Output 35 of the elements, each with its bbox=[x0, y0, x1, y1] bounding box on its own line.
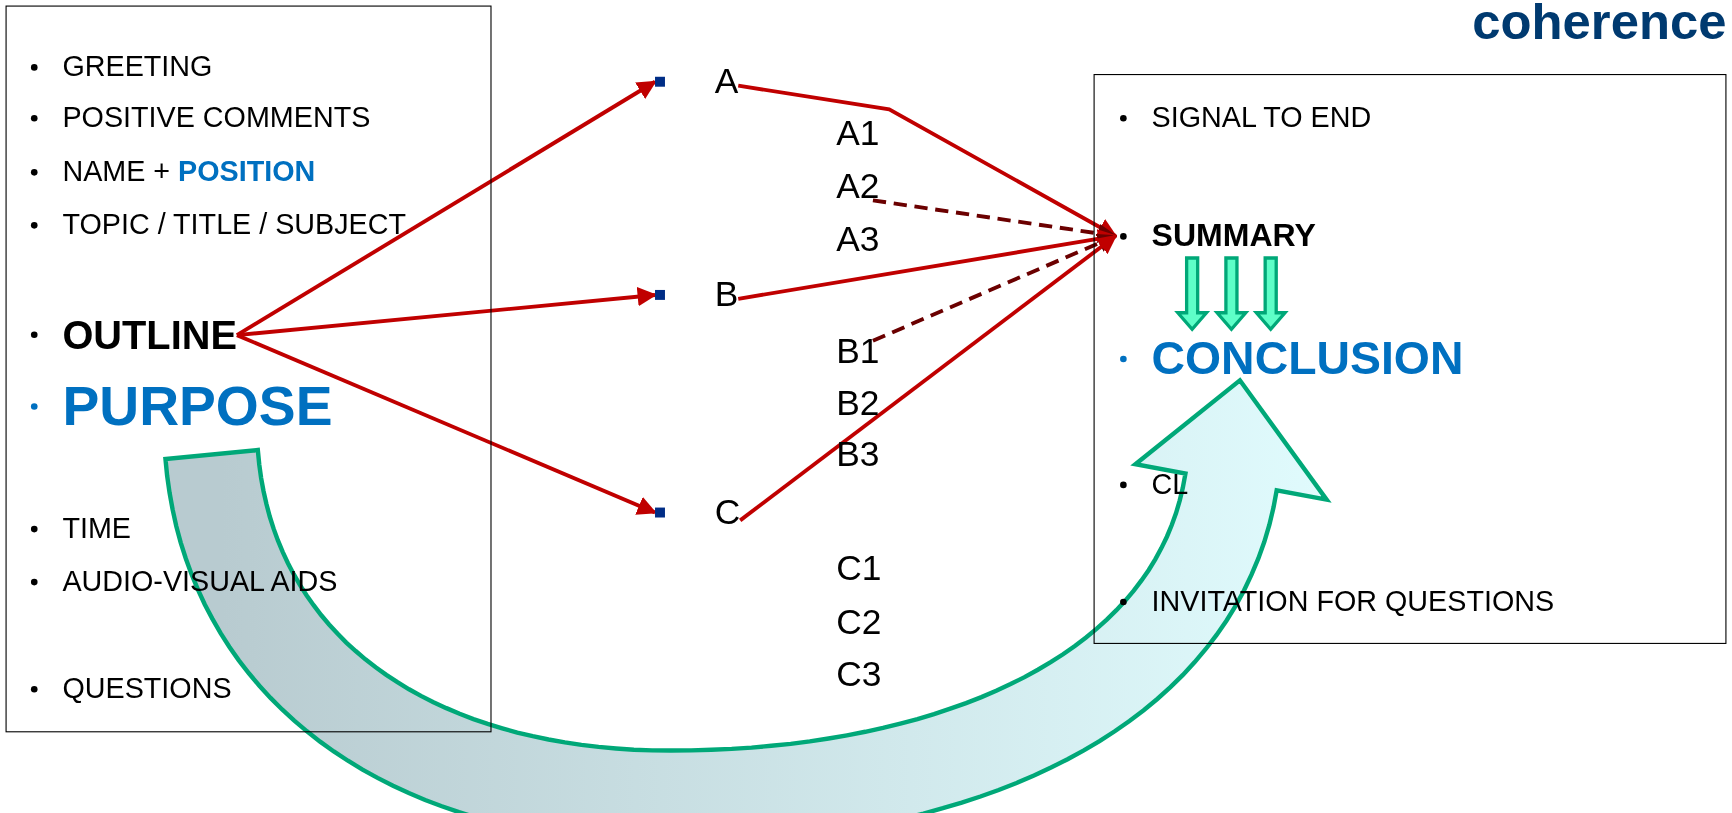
sub-point-text: B1 bbox=[836, 332, 880, 372]
bullet-item: A bbox=[655, 62, 739, 102]
dashed-arrow bbox=[872, 234, 1118, 343]
bullet-item: CONCLUSION bbox=[1119, 333, 1464, 385]
sub-point-text: B2 bbox=[836, 384, 880, 424]
sub-point-text: B3 bbox=[836, 435, 880, 475]
bullet-item: TIME bbox=[30, 513, 131, 545]
block-arrow bbox=[1174, 256, 1211, 332]
block-arrow bbox=[1213, 256, 1250, 332]
block-arrow bbox=[1252, 256, 1289, 332]
arrow bbox=[739, 234, 1118, 522]
arrow bbox=[737, 83, 1118, 238]
dashed-arrow bbox=[872, 198, 1118, 243]
sub-point-text: A3 bbox=[836, 220, 880, 260]
arrow bbox=[236, 333, 657, 515]
bullet-item: PURPOSE bbox=[30, 376, 333, 437]
sub-point-text: A1 bbox=[836, 114, 880, 154]
sub-point-text: C1 bbox=[836, 549, 882, 589]
bullet-item: C bbox=[655, 493, 741, 532]
bullet-item: TOPIC / TITLE / SUBJECT bbox=[30, 209, 407, 241]
bullet-item: B bbox=[655, 275, 739, 315]
sub-point-text: C3 bbox=[836, 655, 882, 695]
sub-point-text: A2 bbox=[836, 167, 880, 207]
bullet-item: NAME + POSITION bbox=[30, 156, 316, 188]
bullet-item: POSITIVE COMMENTS bbox=[30, 102, 371, 134]
bullet-item: GREETING bbox=[30, 51, 213, 83]
arrow bbox=[235, 80, 657, 337]
bullet-item: OUTLINE bbox=[30, 313, 237, 357]
bullet-item: SIGNAL TO END bbox=[1119, 102, 1372, 134]
sub-point-text: C2 bbox=[836, 603, 882, 643]
bullet-item: QUESTIONS bbox=[30, 673, 232, 705]
curved-block-arrow bbox=[163, 377, 1332, 813]
title: coherence bbox=[1472, 0, 1727, 51]
bullet-item: SUMMARY bbox=[1119, 218, 1316, 254]
arrow bbox=[236, 287, 657, 338]
